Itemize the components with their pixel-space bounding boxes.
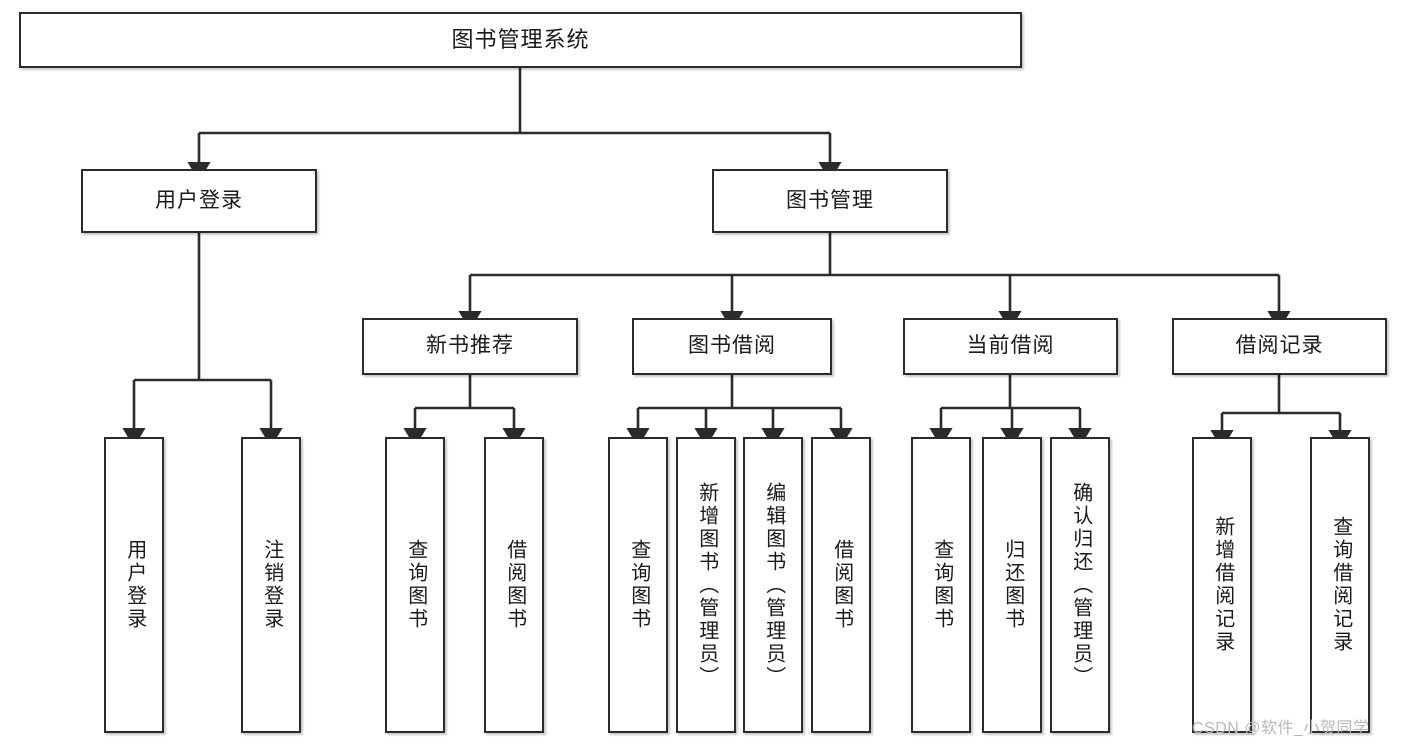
node-leaf-edit-book[interactable]: 编辑图书（管理员） — [743, 437, 803, 733]
node-new-book-recommend-label: 新书推荐 — [426, 334, 514, 358]
node-leaf-query-book-current-label: 查询图书 — [930, 539, 953, 631]
node-root-system[interactable]: 图书管理系统 — [19, 12, 1022, 68]
node-book-manage[interactable]: 图书管理 — [712, 169, 948, 233]
node-leaf-query-book-recommend-label: 查询图书 — [404, 539, 427, 631]
node-user-login-label: 用户登录 — [155, 188, 243, 212]
node-leaf-borrow-book-recommend[interactable]: 借阅图书 — [484, 437, 544, 733]
node-leaf-add-book[interactable]: 新增图书（管理员） — [676, 437, 736, 733]
node-borrow-record[interactable]: 借阅记录 — [1172, 318, 1387, 375]
node-leaf-borrow-book-label: 借阅图书 — [830, 539, 853, 631]
node-leaf-add-book-label: 新增图书（管理员） — [695, 481, 718, 689]
node-leaf-confirm-return[interactable]: 确认归还（管理员） — [1050, 437, 1110, 733]
node-new-book-recommend[interactable]: 新书推荐 — [362, 318, 578, 375]
node-book-borrow[interactable]: 图书借阅 — [632, 318, 832, 375]
connector-lines — [122, 68, 1352, 450]
node-leaf-query-borrow-record[interactable]: 查询借阅记录 — [1310, 437, 1370, 733]
node-leaf-user-login-label: 用户登录 — [123, 539, 146, 631]
node-leaf-add-borrow-record[interactable]: 新增借阅记录 — [1192, 437, 1252, 733]
node-root-system-label: 图书管理系统 — [451, 27, 590, 53]
node-leaf-borrow-book-recommend-label: 借阅图书 — [503, 539, 526, 631]
node-leaf-query-book-borrow-label: 查询图书 — [627, 539, 650, 631]
node-leaf-confirm-return-label: 确认归还（管理员） — [1069, 481, 1092, 689]
node-current-borrow[interactable]: 当前借阅 — [903, 318, 1118, 375]
node-leaf-query-book-borrow[interactable]: 查询图书 — [608, 437, 668, 733]
node-leaf-edit-book-label: 编辑图书（管理员） — [762, 481, 785, 689]
node-leaf-query-borrow-record-label: 查询借阅记录 — [1329, 516, 1352, 654]
node-borrow-record-label: 借阅记录 — [1235, 334, 1324, 358]
node-leaf-return-book[interactable]: 归还图书 — [982, 437, 1042, 733]
node-user-login[interactable]: 用户登录 — [81, 169, 317, 233]
node-leaf-user-login[interactable]: 用户登录 — [104, 437, 164, 733]
node-leaf-return-book-label: 归还图书 — [1001, 539, 1024, 631]
node-leaf-user-logout-label: 注销登录 — [260, 539, 283, 631]
node-book-borrow-label: 图书借阅 — [688, 334, 776, 358]
node-leaf-query-book-recommend[interactable]: 查询图书 — [385, 437, 445, 733]
node-leaf-query-book-current[interactable]: 查询图书 — [911, 437, 971, 733]
node-leaf-user-logout[interactable]: 注销登录 — [241, 437, 301, 733]
node-leaf-borrow-book[interactable]: 借阅图书 — [811, 437, 871, 733]
node-current-borrow-label: 当前借阅 — [966, 334, 1055, 358]
node-book-manage-label: 图书管理 — [786, 188, 874, 212]
node-leaf-add-borrow-record-label: 新增借阅记录 — [1211, 516, 1234, 654]
